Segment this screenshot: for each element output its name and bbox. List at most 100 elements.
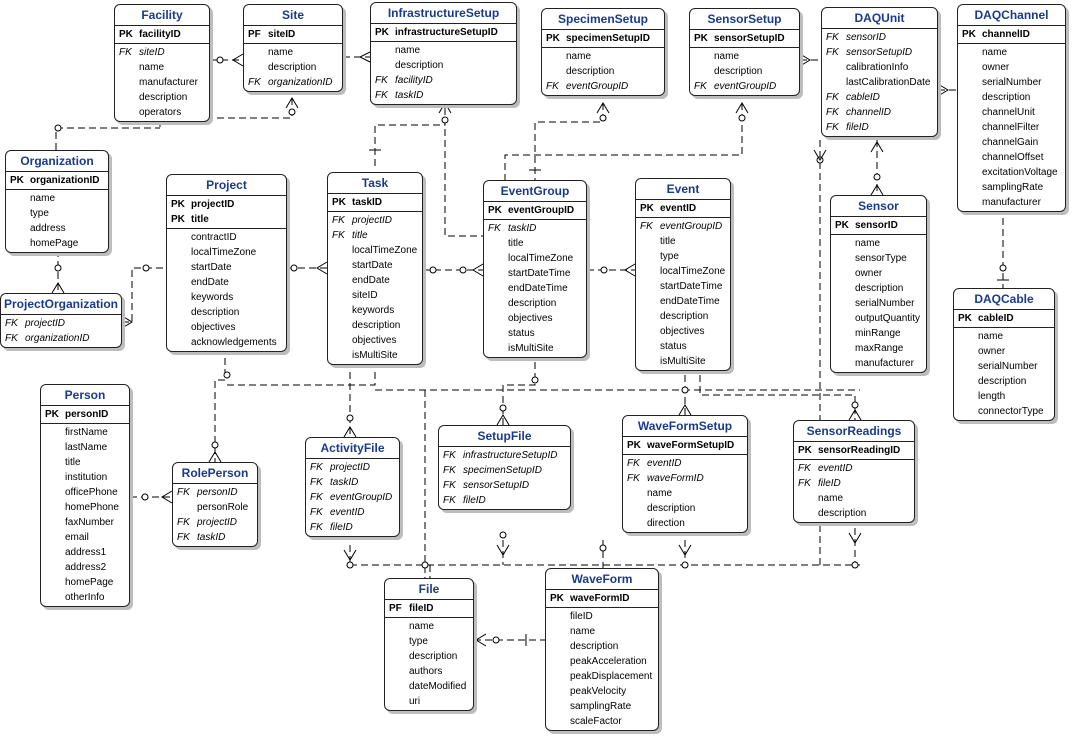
field-key (332, 288, 352, 303)
entity-title: Site (244, 5, 342, 26)
field-name: startDateTime (660, 281, 723, 292)
entity-title: WaveForm (546, 569, 658, 590)
field-name: channelFilter (982, 122, 1040, 133)
field-row: title (488, 236, 582, 251)
field-key (332, 303, 352, 318)
field-key: PK (332, 197, 346, 208)
key-separator (546, 607, 658, 608)
crowfoot-mark (496, 414, 510, 426)
crowfoot-mark (285, 97, 299, 109)
field-key: FK (443, 450, 456, 461)
field-key: FK (627, 473, 640, 484)
rel-end-circle (288, 108, 296, 116)
field-key (248, 45, 268, 60)
field-name: otherInfo (65, 592, 105, 603)
field-row: keywords (171, 290, 282, 305)
field-name: eventID (647, 458, 682, 469)
field-name: localTimeZone (352, 245, 418, 256)
rel-end-circle (216, 56, 224, 64)
key-separator (167, 228, 286, 229)
field-name: siteID (352, 290, 378, 301)
rel-end-circle (738, 114, 746, 122)
field-key: PK (550, 593, 564, 604)
field-row: faxNumber (45, 515, 125, 530)
field-name: acknowledgements (191, 337, 277, 348)
field-row: description (119, 90, 205, 105)
rel-end-circle (531, 376, 539, 384)
entity-title: Project (167, 175, 286, 196)
rel-end-circle (429, 266, 437, 274)
field-row: fileID (550, 609, 654, 624)
field-row: description (694, 64, 795, 79)
field-key: FK (826, 122, 839, 133)
field-row: PK waveFormID (550, 591, 654, 606)
rel-end-circle (346, 414, 354, 422)
field-name: name (268, 47, 294, 58)
field-name: eventID (330, 507, 365, 518)
field-key (389, 679, 409, 694)
field-key (835, 341, 855, 356)
field-key (835, 326, 855, 341)
field-row: name (389, 619, 469, 634)
field-row: type (10, 206, 104, 221)
field-row: endDate (171, 275, 282, 290)
field-key (171, 290, 191, 305)
field-key (488, 296, 508, 311)
field-row: description (389, 649, 469, 664)
field-key (45, 470, 65, 485)
field-name: name (818, 493, 844, 504)
field-key: FK (826, 107, 839, 118)
key-separator (958, 43, 1065, 44)
field-name: waveFormID (570, 593, 630, 604)
field-row: peakAcceleration (550, 654, 654, 669)
field-name: description (395, 60, 444, 71)
entity-title: Task (328, 173, 422, 194)
field-name: title (65, 457, 81, 468)
crowfoot-mark (232, 53, 244, 67)
field-row: firstName (45, 425, 125, 440)
field-key: FK (310, 462, 323, 473)
rel-specimen-eventgroup (534, 103, 604, 180)
field-row: address (10, 221, 104, 236)
field-row: peakDisplacement (550, 669, 654, 684)
field-name: type (30, 208, 49, 219)
field-key (550, 654, 570, 669)
field-name: description (570, 641, 619, 652)
field-key: PK (45, 409, 59, 420)
field-row: objectives (171, 320, 282, 335)
field-name: description (982, 92, 1031, 103)
field-name: sensorSetupID (846, 47, 913, 58)
field-row: name (248, 45, 338, 60)
field-row: description (550, 639, 654, 654)
